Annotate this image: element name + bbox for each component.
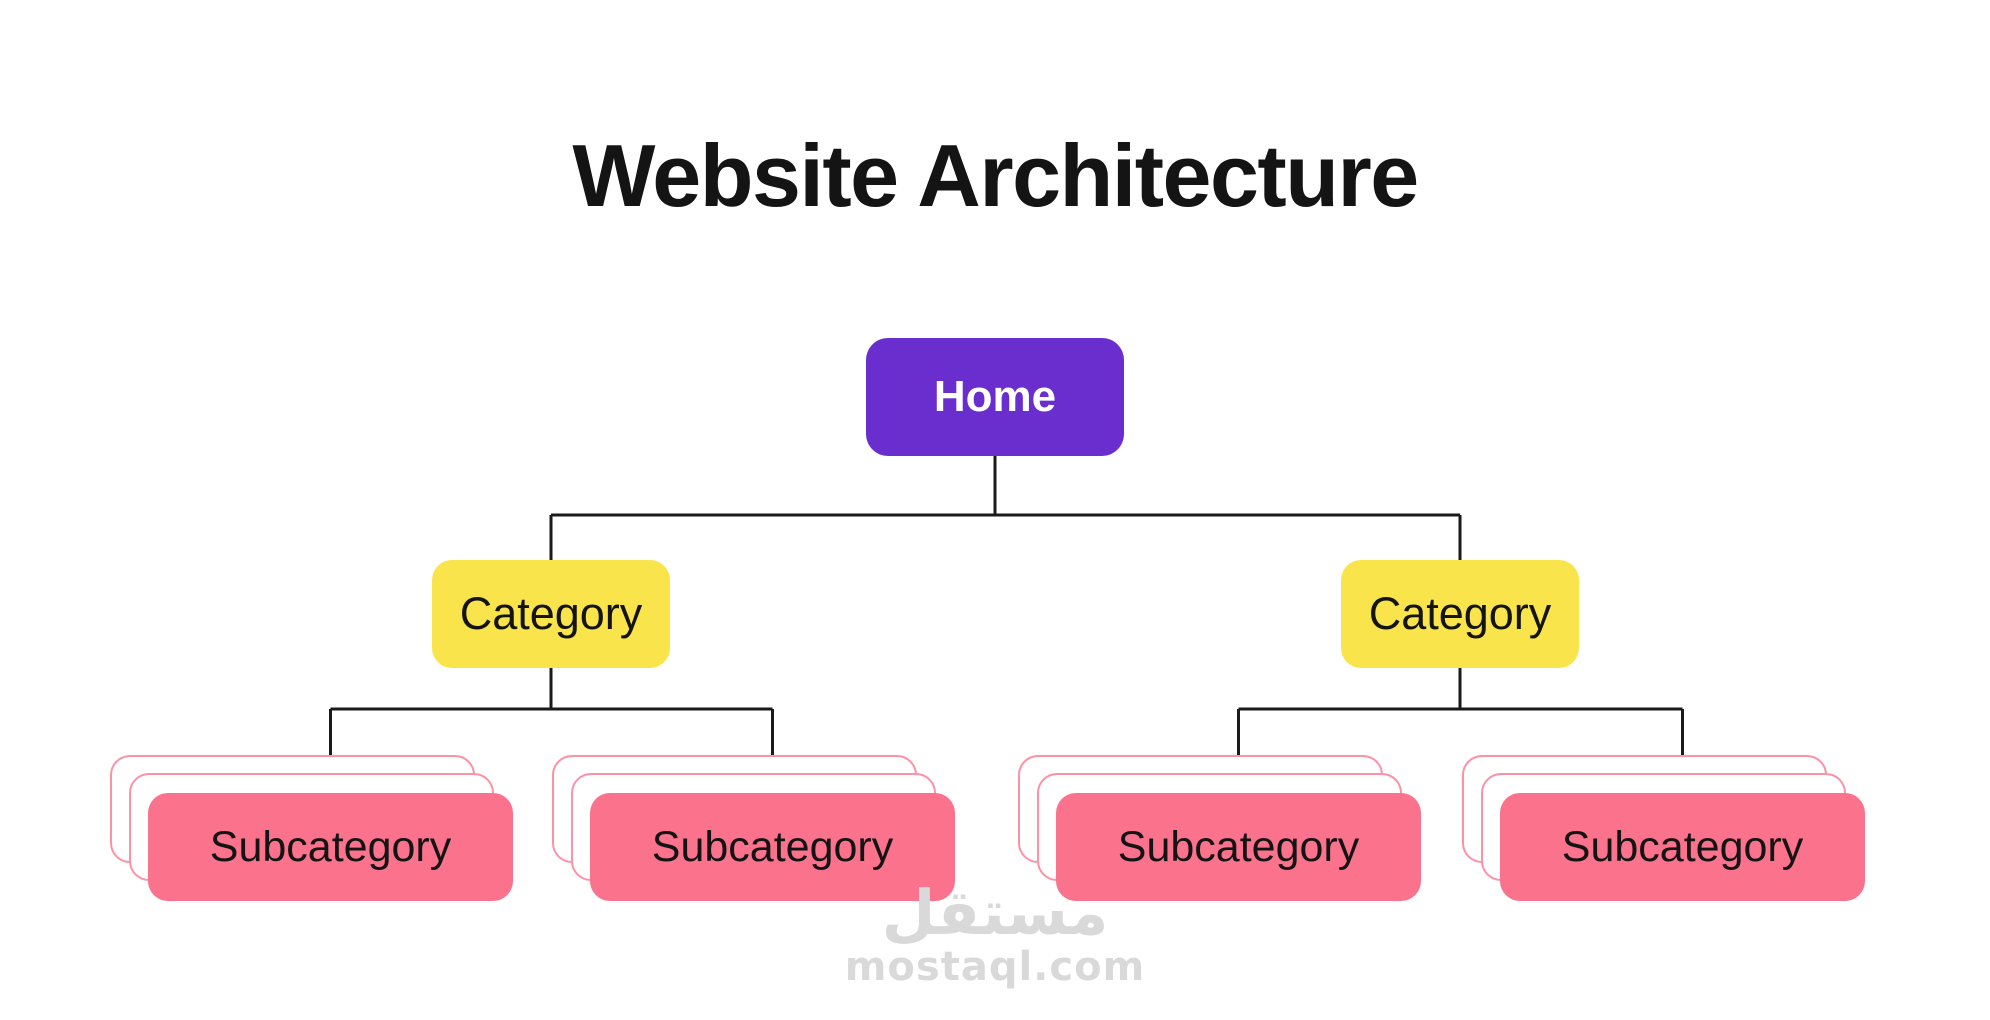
subcategory-node: Subcategory	[148, 793, 513, 901]
subcategory-node-label: Subcategory	[209, 822, 452, 871]
subcategory-node-label: Subcategory	[1561, 822, 1804, 871]
connector-left-category-to-subcategories	[329, 666, 774, 758]
subcategory-node: Subcategory	[590, 793, 955, 901]
category-node-label: Category	[459, 588, 643, 639]
page-title: Website Architecture	[572, 126, 1419, 225]
home-node-label: Home	[933, 372, 1057, 421]
subcategory-stack-3: Subcategory	[1018, 755, 1421, 901]
subcategory-stack-4: Subcategory	[1462, 755, 1865, 901]
category-node-right: Category	[1341, 560, 1579, 668]
connector-right-category-to-subcategories	[1237, 666, 1684, 758]
subcategory-node: Subcategory	[1056, 793, 1421, 901]
subcategory-node: Subcategory	[1500, 793, 1865, 901]
category-node-label: Category	[1368, 588, 1552, 639]
connector-home-to-categories	[549, 456, 1462, 562]
subcategory-stack-1: Subcategory	[110, 755, 513, 901]
subcategory-stack-2: Subcategory	[552, 755, 955, 901]
category-node-left: Category	[432, 560, 670, 668]
subcategory-node-label: Subcategory	[1117, 822, 1360, 871]
subcategory-node-label: Subcategory	[651, 822, 894, 871]
home-node: Home	[866, 338, 1124, 456]
